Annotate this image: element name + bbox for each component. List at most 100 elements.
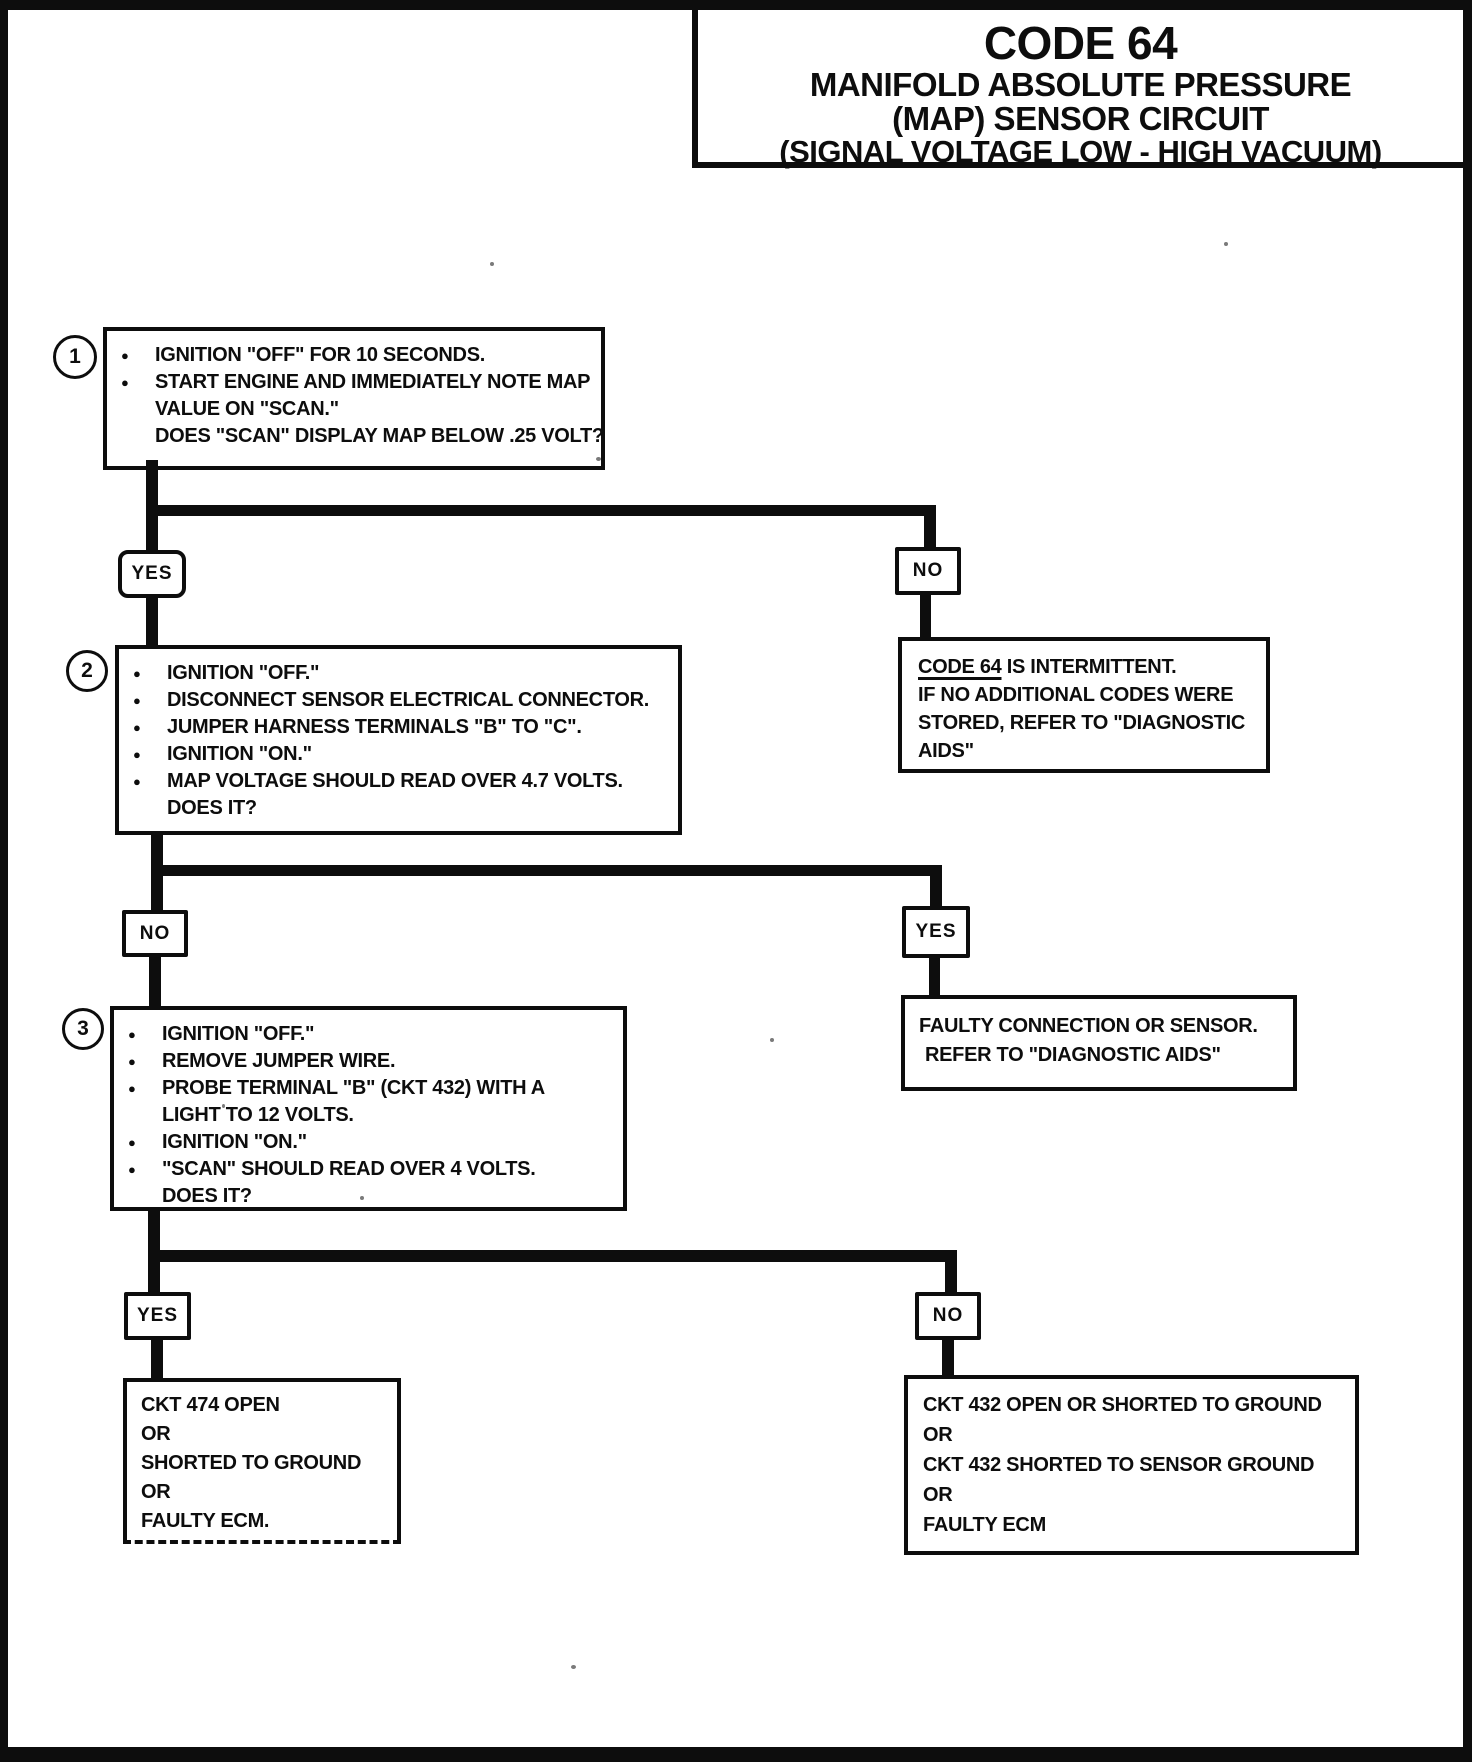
step-text: IGNITION "OFF."	[162, 1023, 315, 1045]
bullet-continuation: VALUE ON "SCAN."	[107, 396, 593, 423]
outcome-text: FAULTY ECM.	[141, 1510, 270, 1532]
step-2-number: 2	[81, 659, 93, 682]
branch-1-yes-label: YES	[118, 550, 186, 598]
branch-label-text: NO	[912, 560, 944, 581]
branch-3-yes-label: YES	[124, 1292, 191, 1340]
scan-speck	[571, 1665, 576, 1669]
branch-label-text: NO	[139, 922, 171, 944]
bullet-item: IGNITION "ON."	[119, 741, 670, 768]
step-text: DISCONNECT SENSOR ELECTRICAL CONNECTOR.	[167, 689, 650, 711]
step-text: LIGHT TO 12 VOLTS.	[162, 1104, 354, 1126]
step-3-box: IGNITION "OFF." REMOVE JUMPER WIRE. PROB…	[110, 1006, 627, 1211]
flow-connector	[151, 1339, 163, 1380]
branch-2-yes-label: YES	[902, 906, 970, 958]
flow-connector	[930, 865, 942, 908]
question-text: DOES "SCAN" DISPLAY MAP BELOW .25 VOLT?	[107, 423, 604, 450]
outcome-faulty-sensor-box: FAULTY CONNECTION OR SENSOR. REFER TO "D…	[901, 995, 1297, 1091]
step-text: DOES IT?	[162, 1185, 252, 1207]
flow-connector	[945, 1250, 957, 1295]
bullet-item: IGNITION "OFF."	[114, 1021, 615, 1048]
step-text: IGNITION "ON."	[162, 1131, 307, 1153]
title-subtitle-2: (MAP) SENSOR CIRCUIT	[892, 100, 1269, 137]
step-text: IGNITION "OFF" FOR 10 SECONDS.	[155, 344, 485, 366]
flow-connector	[151, 865, 942, 876]
branch-label-text: YES	[915, 921, 957, 942]
flow-connector	[148, 1250, 957, 1262]
outcome-ckt432-box: CKT 432 OPEN OR SHORTED TO GROUND OR CKT…	[904, 1375, 1359, 1555]
flow-connector	[929, 958, 940, 996]
outcome-text: SHORTED TO GROUND	[141, 1452, 362, 1474]
branch-label-text: YES	[136, 1305, 179, 1326]
step-text: PROBE TERMINAL "B" (CKT 432) WITH A	[162, 1077, 545, 1099]
bullet-item: IGNITION "ON."	[114, 1129, 615, 1156]
bullet-item: PROBE TERMINAL "B" (CKT 432) WITH A	[114, 1075, 615, 1102]
bullet-item: DISCONNECT SENSOR ELECTRICAL CONNECTOR.	[119, 687, 670, 714]
outcome-text: OR	[923, 1424, 953, 1446]
flow-connector	[942, 1339, 954, 1378]
title-subtitle-3: (SIGNAL VOLTAGE LOW - HIGH VACUUM)	[779, 134, 1382, 169]
step-text: DOES IT?	[167, 797, 257, 819]
scan-speck	[1224, 242, 1228, 246]
step-3-number: 3	[77, 1017, 89, 1040]
step-1-box: IGNITION "OFF" FOR 10 SECONDS. START ENG…	[103, 327, 605, 470]
scan-speck	[222, 1104, 225, 1108]
outcome-text: REFER TO "DIAGNOSTIC AIDS"	[925, 1044, 1221, 1066]
step-3-circle: 3	[62, 1008, 104, 1050]
step-text: START ENGINE AND IMMEDIATELY NOTE MAP	[155, 371, 591, 393]
outcome-text: OR	[141, 1423, 171, 1445]
flow-connector	[149, 957, 161, 1009]
step-text: REMOVE JUMPER WIRE.	[162, 1050, 396, 1072]
outcome-intermittent-box: CODE 64 IS INTERMITTENT. IF NO ADDITIONA…	[898, 637, 1270, 773]
step-text: IGNITION "OFF."	[167, 662, 320, 684]
question-text: DOES IT?	[114, 1183, 615, 1210]
outcome-ckt474-box: CKT 474 OPEN OR SHORTED TO GROUND OR FAU…	[123, 1378, 401, 1544]
outcome-text: CODE 64 IS INTERMITTENT.	[918, 656, 1177, 678]
bullet-item: REMOVE JUMPER WIRE.	[114, 1048, 615, 1075]
outcome-text: AIDS"	[918, 740, 974, 762]
scan-speck	[770, 1038, 774, 1042]
bullet-item: MAP VOLTAGE SHOULD READ OVER 4.7 VOLTS.	[119, 768, 670, 795]
bullet-continuation: LIGHT TO 12 VOLTS.	[114, 1102, 615, 1129]
bullet-item: IGNITION "OFF" FOR 10 SECONDS.	[107, 342, 593, 369]
branch-3-no-label: NO	[915, 1292, 981, 1340]
scan-speck	[360, 1196, 364, 1200]
scan-speck	[490, 262, 494, 266]
outcome-text: FAULTY ECM	[923, 1514, 1046, 1536]
flow-connector	[146, 505, 936, 516]
title-subtitle-1: MANIFOLD ABSOLUTE PRESSURE	[809, 66, 1352, 103]
outcome-text: IF NO ADDITIONAL CODES WERE	[918, 684, 1234, 706]
branch-label-text: YES	[131, 563, 173, 584]
step-text: MAP VOLTAGE SHOULD READ OVER 4.7 VOLTS.	[167, 770, 623, 792]
step-text: "SCAN" SHOULD READ OVER 4 VOLTS.	[162, 1158, 536, 1180]
bullet-item: JUMPER HARNESS TERMINALS "B" TO "C".	[119, 714, 670, 741]
branch-2-no-label: NO	[122, 910, 188, 957]
flow-connector	[146, 598, 158, 648]
page-title: CODE 64	[983, 17, 1178, 69]
bullet-item: START ENGINE AND IMMEDIATELY NOTE MAP	[107, 369, 593, 396]
outcome-text: OR	[141, 1481, 171, 1503]
step-text: JUMPER HARNESS TERMINALS "B" TO "C".	[167, 716, 582, 738]
branch-1-no-label: NO	[895, 547, 961, 595]
bullet-item: "SCAN" SHOULD READ OVER 4 VOLTS.	[114, 1156, 615, 1183]
outcome-text: CKT 432 OPEN OR SHORTED TO GROUND	[923, 1394, 1322, 1416]
step-2-circle: 2	[66, 650, 108, 692]
scan-speck	[596, 457, 601, 461]
step-text: VALUE ON "SCAN."	[155, 398, 339, 420]
branch-label-text: NO	[932, 1305, 964, 1326]
step-1-number: 1	[69, 345, 81, 368]
step-text: DOES "SCAN" DISPLAY MAP BELOW .25 VOLT?	[155, 425, 604, 447]
code-64-underlined: CODE 64	[918, 656, 1002, 678]
step-2-box: IGNITION "OFF." DISCONNECT SENSOR ELECTR…	[115, 645, 682, 835]
step-text: IGNITION "ON."	[167, 743, 312, 765]
flow-connector	[924, 505, 936, 547]
step-1-circle: 1	[53, 335, 97, 379]
question-text: DOES IT?	[119, 795, 670, 822]
bullet-item: IGNITION "OFF."	[119, 660, 670, 687]
outcome-text: CKT 474 OPEN	[141, 1394, 280, 1416]
outcome-text: CKT 432 SHORTED TO SENSOR GROUND	[923, 1454, 1315, 1476]
outcome-text: STORED, REFER TO "DIAGNOSTIC	[918, 712, 1246, 734]
flow-connector	[920, 595, 931, 637]
title-block: CODE 64 MANIFOLD ABSOLUTE PRESSURE (MAP)…	[692, 10, 1463, 168]
outcome-text: OR	[923, 1484, 953, 1506]
